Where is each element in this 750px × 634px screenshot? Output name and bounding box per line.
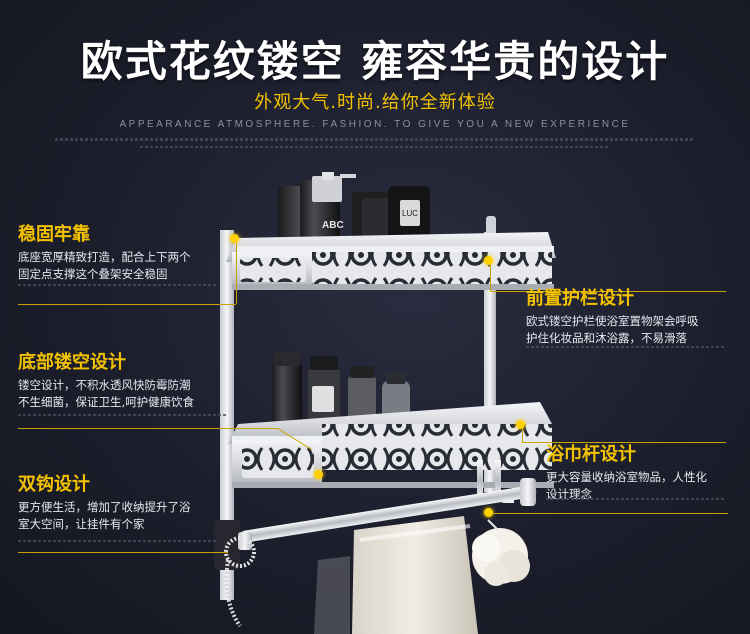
hotspot-dot-stability bbox=[230, 234, 239, 243]
decor-fineprint bbox=[18, 414, 228, 416]
leader-line-guardrail bbox=[490, 262, 491, 292]
feature-callout-guardrail: 前置护栏设计 欧式镂空护栏使浴室置物架会呼吸 护住化妆品和沐浴露，不易滑落 bbox=[526, 288, 736, 347]
feature-callout-towel-bar: 浴巾杆设计 更大容量收纳浴室物品，人性化 设计理念 bbox=[546, 444, 736, 503]
decor-fineprint bbox=[140, 146, 610, 148]
feature-description: 底座宽厚精致打造，配合上下两个 固定点支撑这个叠架安全稳固 bbox=[18, 250, 191, 281]
leader-line-guardrail bbox=[490, 291, 726, 292]
feature-description: 更大容量收纳浴室物品，人性化 设计理念 bbox=[546, 470, 707, 501]
leader-line-towel-bar bbox=[522, 426, 523, 442]
tube-logo: LUC bbox=[402, 209, 418, 218]
leader-line-double-hook bbox=[18, 552, 228, 553]
hotspot-dot-double-hook bbox=[484, 508, 493, 517]
feature-title: 底部镂空设计 bbox=[18, 352, 126, 373]
feature-description: 更方便生活，增加了收纳提升了浴 室大空间，让挂件有个家 bbox=[18, 500, 191, 531]
decor-fineprint bbox=[55, 138, 695, 141]
feature-title: 双钩设计 bbox=[18, 474, 90, 495]
decor-fineprint bbox=[546, 498, 726, 500]
bottle-logo: ABC bbox=[322, 220, 344, 231]
headline: 欧式花纹镂空 雍容华贵的设计 bbox=[80, 37, 670, 86]
leader-line-stability bbox=[18, 304, 236, 305]
leader-line-hollow-bottom bbox=[18, 428, 278, 429]
hotspot-dot-towel-bar bbox=[516, 420, 525, 429]
feature-callout-hollow-bottom: 底部镂空设计 镂空设计，不积水透风快防霉防潮 不生细菌，保证卫生,呵护健康饮食 bbox=[18, 352, 238, 411]
leader-line-double-hook bbox=[490, 513, 728, 514]
feature-title: 稳固牢靠 bbox=[18, 224, 90, 245]
feature-title: 浴巾杆设计 bbox=[546, 444, 636, 465]
feature-description: 欧式镂空护栏使浴室置物架会呼吸 护住化妆品和沐浴露，不易滑落 bbox=[526, 314, 699, 345]
feature-callout-double-hook: 双钩设计 更方便生活，增加了收纳提升了浴 室大空间，让挂件有个家 bbox=[18, 474, 228, 533]
subheadline: 外观大气.时尚.给你全新体验 bbox=[254, 92, 496, 113]
hotspot-dot-guardrail bbox=[484, 256, 493, 265]
feature-callout-stability: 稳固牢靠 底座宽厚精致打造，配合上下两个 固定点支撑这个叠架安全稳固 bbox=[18, 224, 228, 283]
hotspot-dot-hollow-bottom bbox=[314, 470, 323, 479]
leader-line-stability bbox=[236, 240, 237, 304]
feature-description: 镂空设计，不积水透风快防霉防潮 不生细菌，保证卫生,呵护健康饮食 bbox=[18, 378, 195, 409]
decor-fineprint bbox=[526, 346, 726, 348]
leader-line-towel-bar bbox=[522, 442, 726, 443]
decor-fineprint bbox=[18, 540, 218, 542]
english-tagline: APPEARANCE ATMOSPHERE. FASHION. TO GIVE … bbox=[119, 119, 631, 130]
decor-fineprint bbox=[18, 284, 218, 286]
feature-title: 前置护栏设计 bbox=[526, 288, 634, 309]
